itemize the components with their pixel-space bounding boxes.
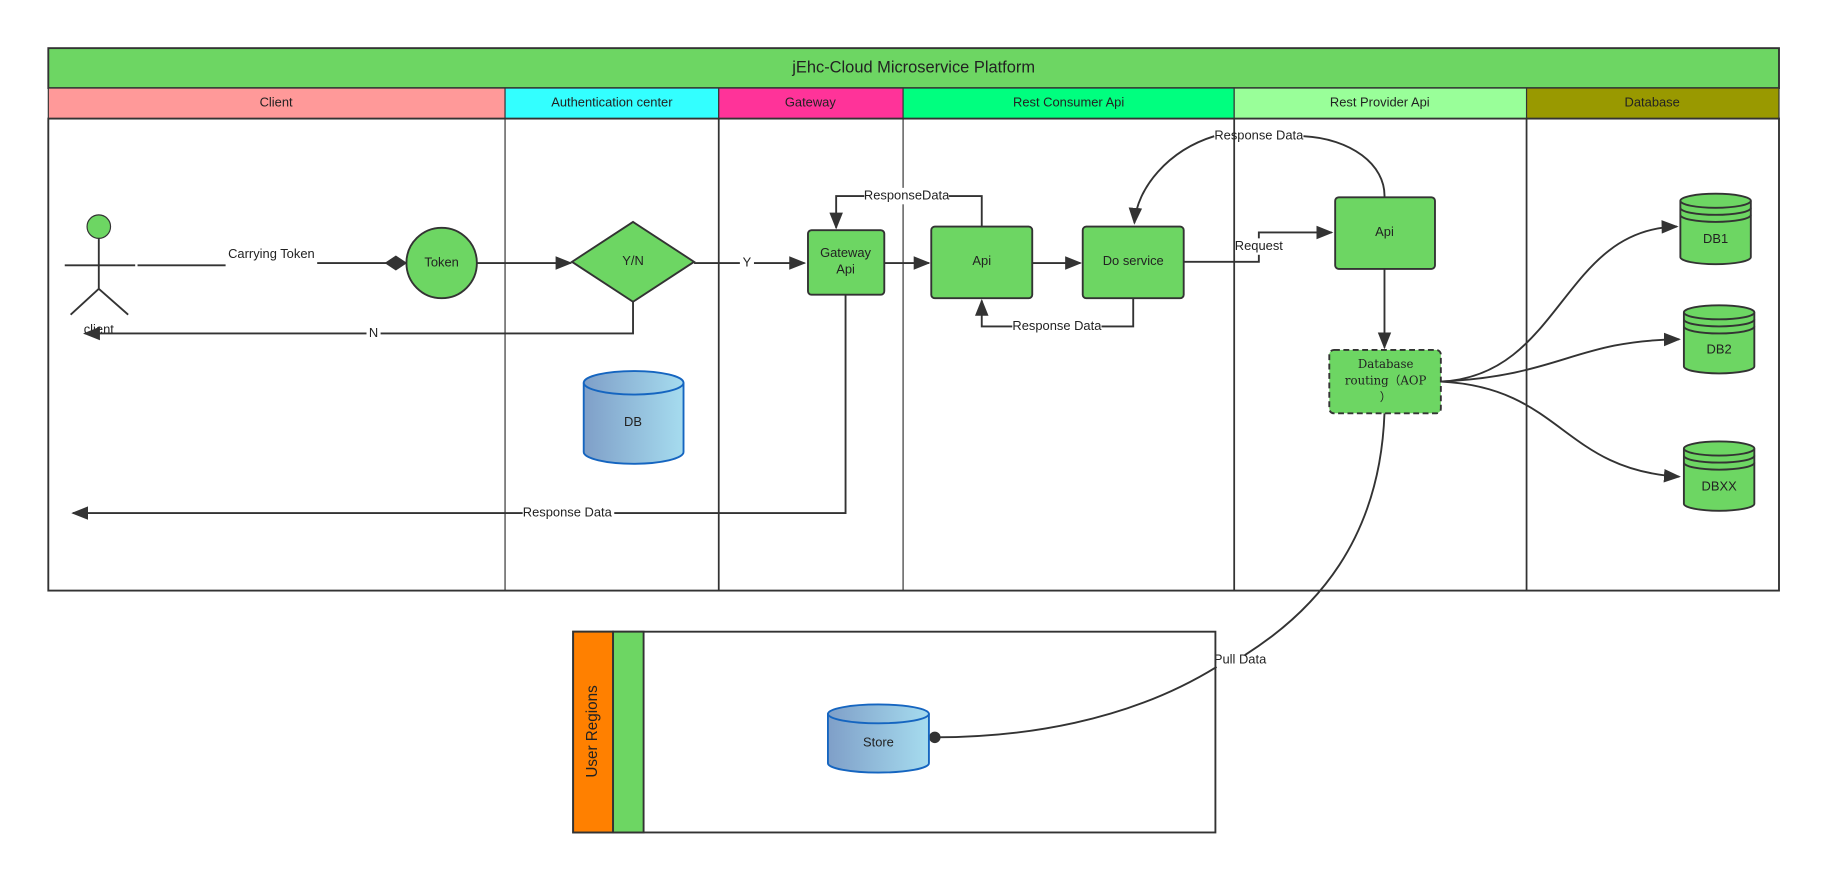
lane-label: Rest Provider Api bbox=[1330, 95, 1430, 110]
provider-api-node[interactable]: Api bbox=[1334, 196, 1436, 270]
lane-label: Client bbox=[260, 95, 293, 110]
title-bar bbox=[47, 47, 1780, 89]
edge-label-request: Request bbox=[1235, 238, 1283, 253]
svg-text:DBXX: DBXX bbox=[1702, 479, 1738, 494]
svg-text:Token: Token bbox=[424, 254, 458, 269]
user-regions-header bbox=[572, 630, 615, 834]
lane-dividers bbox=[504, 118, 1528, 591]
diagram-title: jEhc-Cloud Microservice Platform bbox=[791, 58, 1035, 76]
svg-text:DB1: DB1 bbox=[1703, 231, 1728, 246]
actor-client[interactable]: client bbox=[64, 214, 136, 336]
database-routing-node[interactable]: Database routing（AOP ） bbox=[1328, 348, 1442, 415]
consumer-api-node[interactable]: Api bbox=[930, 225, 1034, 300]
edge-label-client-response: Response Data bbox=[523, 505, 613, 520]
edge-label-provider-response: Response Data bbox=[1214, 128, 1304, 143]
dbxx-cylinder[interactable]: DBXX bbox=[1682, 440, 1756, 512]
edge-label-pull-data: Pull Data bbox=[1214, 651, 1267, 666]
db1-cylinder[interactable]: DB1 bbox=[1679, 192, 1752, 266]
edge-label-no: N bbox=[369, 325, 378, 340]
user-regions-lane bbox=[612, 630, 645, 834]
pool-frame bbox=[47, 117, 1780, 592]
svg-text:routing（AOP: routing（AOP bbox=[1345, 374, 1427, 388]
edge-label-service-response: Response Data bbox=[1012, 318, 1102, 333]
svg-text:）: ） bbox=[1380, 390, 1392, 404]
svg-text:Database: Database bbox=[1358, 357, 1414, 371]
edge-label-carrying-token: Carrying Token bbox=[228, 246, 315, 261]
lane-provider bbox=[1233, 87, 1528, 120]
lane-client bbox=[47, 87, 506, 120]
lane-label: Database bbox=[1625, 95, 1680, 110]
token-node[interactable]: Token bbox=[405, 226, 478, 300]
lane-headers: Client Authentication center Gateway Res… bbox=[47, 87, 1780, 120]
svg-text:Y/N: Y/N bbox=[622, 253, 644, 268]
svg-text:Api: Api bbox=[836, 261, 855, 276]
user-regions-pool: User Regions bbox=[572, 630, 1217, 834]
user-regions-label: User Regions bbox=[584, 685, 601, 778]
do-service-node[interactable]: Do service bbox=[1081, 225, 1185, 300]
svg-text:Store: Store bbox=[863, 735, 894, 750]
svg-text:Do service: Do service bbox=[1103, 253, 1164, 268]
svg-text:DB2: DB2 bbox=[1707, 341, 1732, 356]
decision-node[interactable]: Y/N bbox=[570, 220, 696, 303]
store-cylinder[interactable]: Store bbox=[827, 703, 930, 774]
lane-label: Rest Consumer Api bbox=[1013, 95, 1124, 110]
edges: Carrying Token Y N ResponseData Response… bbox=[71, 128, 1681, 738]
auth-db-cylinder[interactable]: DB bbox=[582, 370, 685, 465]
edge-label-yes: Y bbox=[743, 254, 752, 269]
db2-cylinder[interactable]: DB2 bbox=[1682, 304, 1756, 375]
lane-label: Authentication center bbox=[551, 95, 673, 110]
lane-label: Gateway bbox=[785, 95, 836, 110]
svg-text:Api: Api bbox=[1375, 224, 1394, 239]
svg-text:DB: DB bbox=[624, 414, 642, 429]
svg-text:Gateway: Gateway bbox=[820, 245, 871, 260]
edge-label-gateway-response: ResponseData bbox=[864, 187, 950, 202]
svg-text:Api: Api bbox=[972, 253, 991, 268]
lane-auth bbox=[504, 87, 720, 120]
